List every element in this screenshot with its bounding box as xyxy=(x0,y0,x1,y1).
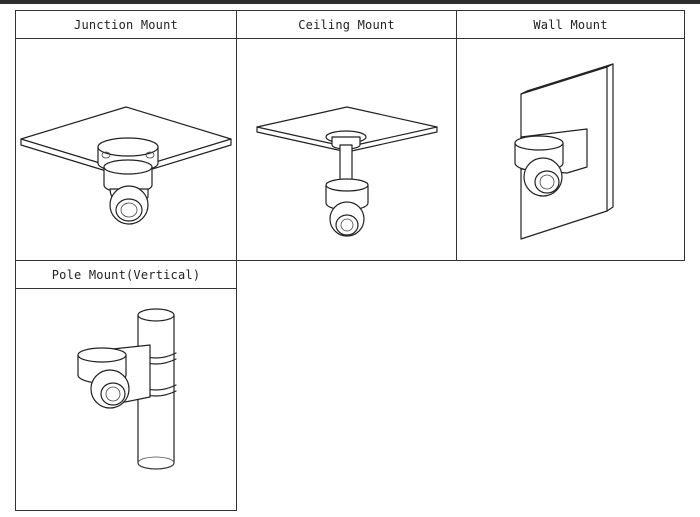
ceiling-mount-illustration xyxy=(256,106,438,237)
junction-mount-cell: Junction Mount xyxy=(15,10,237,261)
junction-mount-illustration xyxy=(20,106,232,225)
ceiling-mount-label: Ceiling Mount xyxy=(237,11,456,39)
ceiling-mount-cell: Ceiling Mount xyxy=(236,10,457,261)
wall-mount-label: Wall Mount xyxy=(457,11,684,39)
pole-mount-label: Pole Mount(Vertical) xyxy=(16,261,236,289)
junction-mount-label: Junction Mount xyxy=(16,11,236,39)
wall-mount-illustration xyxy=(514,63,614,240)
pole-mount-illustration xyxy=(77,308,177,470)
wall-mount-cell: Wall Mount xyxy=(456,10,685,261)
page-top-bar xyxy=(0,0,700,4)
pole-mount-cell: Pole Mount(Vertical) xyxy=(15,260,237,511)
